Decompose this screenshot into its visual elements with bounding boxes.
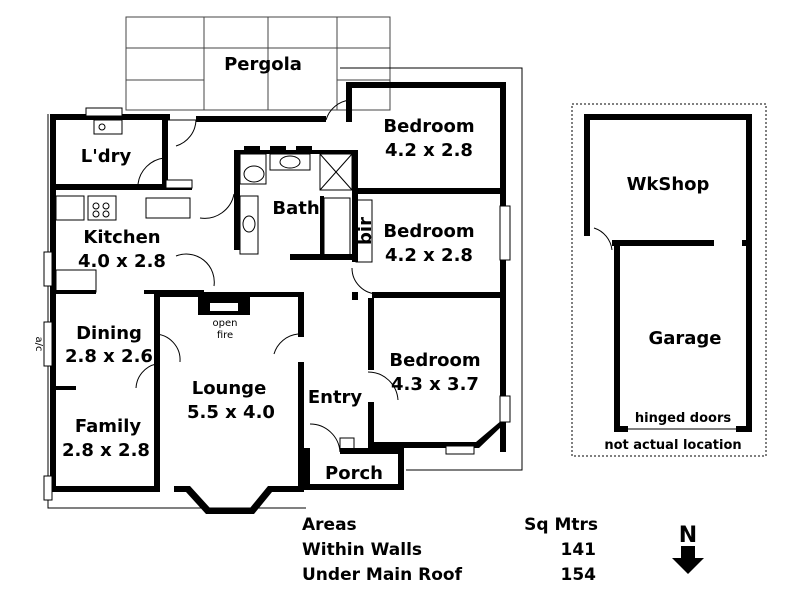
bedroom3-dims: 4.3 x 3.7 <box>391 374 479 395</box>
windows <box>43 107 511 501</box>
areas-table: Areas Sq Mtrs Within Walls 141 Under Mai… <box>302 515 598 585</box>
areas-row-value: 154 <box>561 565 597 585</box>
areas-row-label: Under Main Roof <box>302 565 463 585</box>
lounge-dims: 5.5 x 4.0 <box>187 402 275 423</box>
north-arrow-icon: N <box>672 523 704 574</box>
hinged-doors-label: hinged doors <box>635 411 731 426</box>
areas-row-label: Within Walls <box>302 540 422 560</box>
bedroom2-dims: 4.2 x 2.8 <box>385 245 473 266</box>
bedroom1-label: Bedroom <box>383 116 474 137</box>
main-walls <box>50 82 506 514</box>
porch-label: Porch <box>325 463 383 484</box>
areas-row-value: 141 <box>561 540 597 560</box>
outbuilding <box>571 103 767 457</box>
pergola-label: Pergola <box>224 54 302 75</box>
bedroom1-dims: 4.2 x 2.8 <box>385 140 473 161</box>
family-label: Family <box>75 416 141 437</box>
ac-label: a/c <box>33 337 44 352</box>
open-fire-label-2: fire <box>217 330 233 341</box>
areas-heading: Areas <box>302 515 357 535</box>
pergola-structure <box>125 16 391 111</box>
family-dims: 2.8 x 2.8 <box>62 440 150 461</box>
kitchen-dims: 4.0 x 2.8 <box>78 251 166 272</box>
kitchen-label: Kitchen <box>83 227 160 248</box>
bir-label: bir <box>355 217 376 245</box>
lounge-label: Lounge <box>192 378 267 399</box>
workshop-label: WkShop <box>627 174 710 195</box>
bedroom3-label: Bedroom <box>389 350 480 371</box>
door-swings <box>135 99 613 453</box>
open-fire-label-1: open <box>213 318 238 329</box>
not-actual-location-label: not actual location <box>604 438 741 453</box>
garage-label: Garage <box>648 328 721 349</box>
dining-dims: 2.8 x 2.6 <box>65 346 153 367</box>
bath-label: Bath <box>272 198 319 219</box>
fixtures <box>55 119 373 451</box>
dining-label: Dining <box>76 323 142 344</box>
entry-label: Entry <box>308 387 363 408</box>
areas-unit: Sq Mtrs <box>524 515 598 535</box>
bedroom2-label: Bedroom <box>383 221 474 242</box>
north-label: N <box>679 523 697 548</box>
laundry-label: L'dry <box>81 146 132 167</box>
